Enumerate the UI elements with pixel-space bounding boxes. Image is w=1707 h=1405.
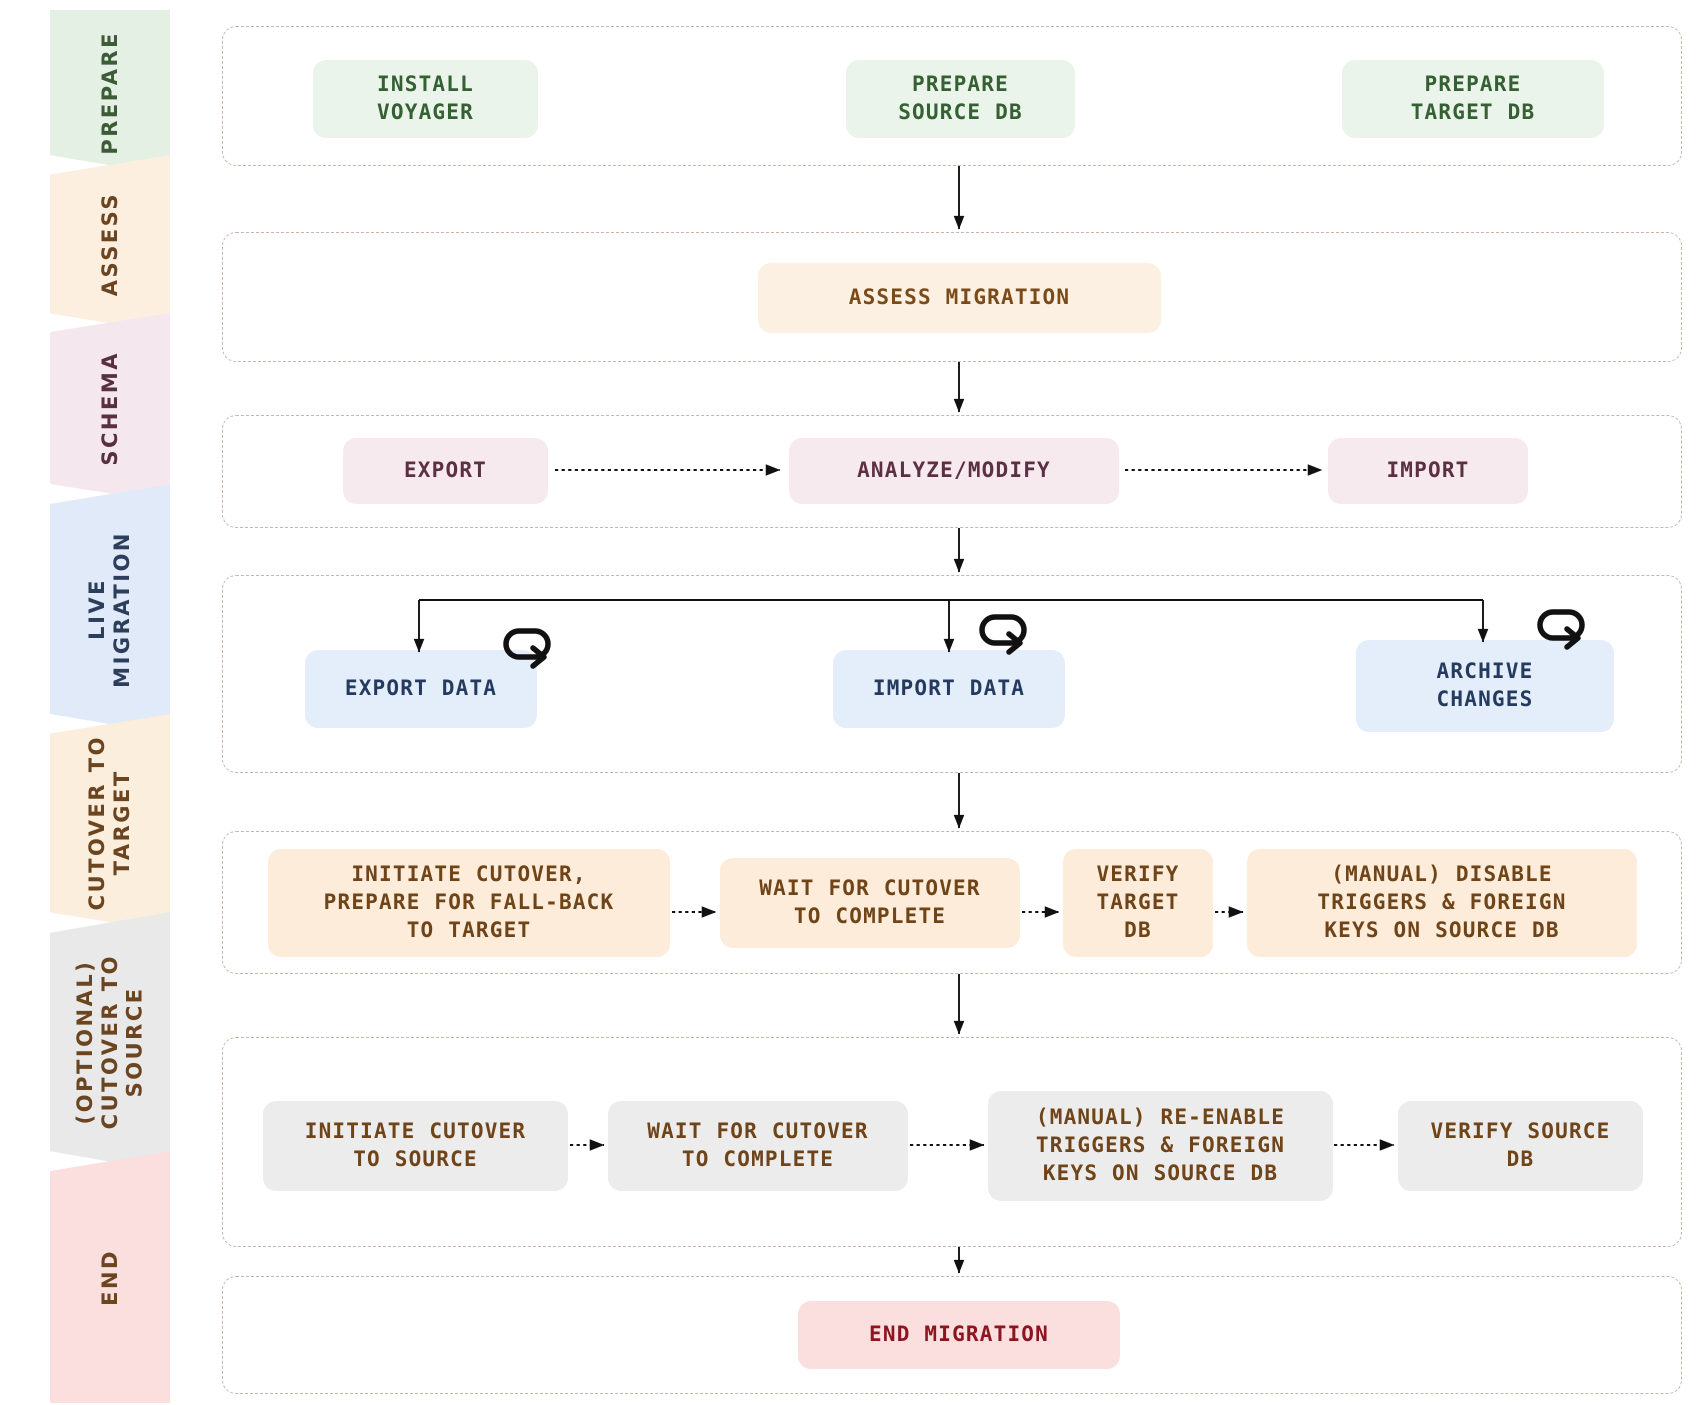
node-manual-disable-triggers[interactable]: (MANUAL) DISABLE TRIGGERS & FOREIGN KEYS… <box>1247 849 1637 957</box>
node-verify-target-db[interactable]: VERIFY TARGET DB <box>1063 849 1213 957</box>
node-manual-reenable-triggers[interactable]: (MANUAL) RE-ENABLE TRIGGERS & FOREIGN KE… <box>988 1091 1333 1201</box>
phase-row-cutover-to-target: INITIATE CUTOVER, PREPARE FOR FALL-BACK … <box>222 831 1682 974</box>
phase-row-live-migration: EXPORT DATA IMPORT DATA ARCHIVE CHANGES <box>222 575 1682 773</box>
phase-label-prepare: PREPARE <box>97 30 122 155</box>
node-schema-analyze-modify[interactable]: ANALYZE/MODIFY <box>789 438 1119 504</box>
node-verify-source-db[interactable]: VERIFY SOURCE DB <box>1398 1101 1643 1191</box>
phase-rail: PREPARE ASSESS SCHEMA LIVE MIGRATION CUT… <box>50 0 170 1405</box>
node-end-migration[interactable]: END MIGRATION <box>798 1301 1120 1369</box>
node-assess-migration[interactable]: ASSESS MIGRATION <box>758 263 1161 333</box>
node-prepare-target-db[interactable]: PREPARE TARGET DB <box>1342 60 1604 138</box>
phase-label-end: END <box>97 1248 122 1306</box>
phase-label-cutover-to-target: CUTOVER TO TARGET <box>85 735 134 911</box>
node-install-voyager[interactable]: INSTALL VOYAGER <box>313 60 538 138</box>
node-export-data[interactable]: EXPORT DATA <box>305 650 537 728</box>
repeat-loop-icon-archive <box>1537 609 1585 650</box>
phase-label-live-migration: LIVE MIGRATION <box>85 530 134 688</box>
node-wait-for-cutover-target[interactable]: WAIT FOR CUTOVER TO COMPLETE <box>720 858 1020 948</box>
phase-band-assess: ASSESS <box>50 155 170 333</box>
node-wait-for-cutover-source[interactable]: WAIT FOR CUTOVER TO COMPLETE <box>608 1101 908 1191</box>
phase-row-prepare: INSTALL VOYAGER PREPARE SOURCE DB PREPAR… <box>222 26 1682 166</box>
phase-band-schema: SCHEMA <box>50 313 170 503</box>
phase-band-end: END <box>50 1151 170 1403</box>
phase-row-end: END MIGRATION <box>222 1276 1682 1394</box>
node-prepare-source-db[interactable]: PREPARE SOURCE DB <box>846 60 1075 138</box>
phase-label-assess: ASSESS <box>97 191 122 297</box>
phase-row-schema: EXPORT ANALYZE/MODIFY IMPORT <box>222 415 1682 528</box>
node-archive-changes[interactable]: ARCHIVE CHANGES <box>1356 640 1614 732</box>
phase-row-optional-cutover-to-source: INITIATE CUTOVER TO SOURCE WAIT FOR CUTO… <box>222 1037 1682 1247</box>
phase-label-schema: SCHEMA <box>97 350 122 466</box>
node-schema-export[interactable]: EXPORT <box>343 438 548 504</box>
phase-band-live-migration: LIVE MIGRATION <box>50 484 170 734</box>
phase-band-prepare: PREPARE <box>50 10 170 175</box>
node-initiate-cutover-source[interactable]: INITIATE CUTOVER TO SOURCE <box>263 1101 568 1191</box>
repeat-loop-icon-export <box>503 628 551 669</box>
node-schema-import[interactable]: IMPORT <box>1328 438 1528 504</box>
node-import-data[interactable]: IMPORT DATA <box>833 650 1065 728</box>
repeat-loop-icon-import <box>979 614 1027 655</box>
phase-band-optional-cutover-to-source: (OPTIONAL) CUTOVER TO SOURCE <box>50 912 170 1172</box>
phase-band-cutover-to-target: CUTOVER TO TARGET <box>50 714 170 932</box>
node-initiate-cutover-target[interactable]: INITIATE CUTOVER, PREPARE FOR FALL-BACK … <box>268 849 670 957</box>
phase-label-optional-cutover-to-source: (OPTIONAL) CUTOVER TO SOURCE <box>72 954 147 1130</box>
phase-row-assess: ASSESS MIGRATION <box>222 232 1682 362</box>
